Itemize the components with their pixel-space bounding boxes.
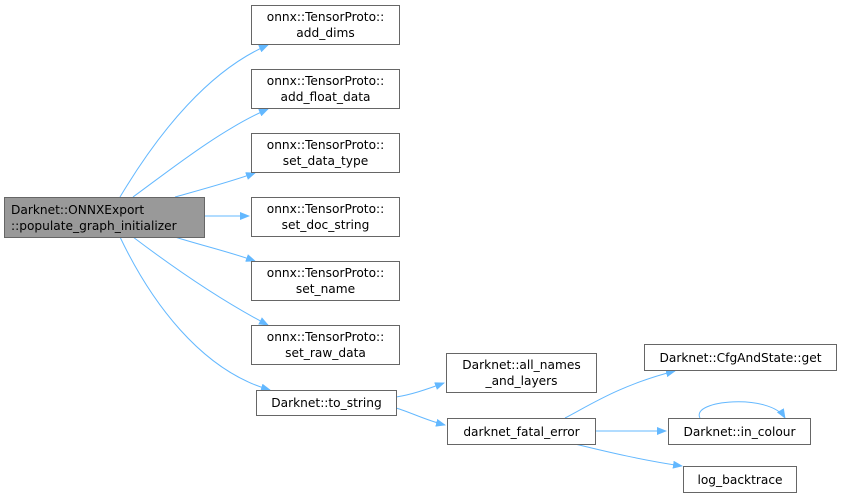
node-root[interactable]: Darknet::ONNXExport ::populate_graph_ini…	[4, 197, 205, 238]
node-line: ::populate_graph_initializer	[11, 218, 177, 233]
node-line: Darknet::in_colour	[683, 424, 796, 439]
node-set-name[interactable]: onnx::TensorProto:: set_name	[251, 261, 400, 301]
node-line: set_doc_string	[281, 218, 370, 232]
edge-to_string-all_names	[395, 382, 445, 398]
edge-to_string-fatal_error	[395, 407, 446, 427]
node-line: Darknet::all_names	[462, 358, 581, 372]
node-line: onnx::TensorProto::	[266, 74, 385, 88]
edge-root-to_string	[119, 236, 271, 392]
node-line: set_name	[295, 282, 356, 296]
node-add-float-data[interactable]: onnx::TensorProto:: add_float_data	[251, 69, 400, 109]
node-cfgandstate-get[interactable]: Darknet::CfgAndState::get	[644, 344, 837, 371]
node-to-string[interactable]: Darknet::to_string	[256, 390, 397, 416]
node-line: onnx::TensorProto::	[266, 266, 385, 280]
edge-root-add_float_data	[132, 108, 269, 198]
node-line: darknet_fatal_error	[463, 424, 580, 439]
edge-root-set_name	[174, 236, 256, 262]
node-log-backtrace[interactable]: log_backtrace	[683, 466, 797, 493]
node-darknet-fatal-error[interactable]: darknet_fatal_error	[447, 418, 596, 445]
edge-root-set_data_type	[174, 172, 256, 198]
edge-in_colour-self	[698, 401, 786, 419]
node-set-data-type[interactable]: onnx::TensorProto:: set_data_type	[251, 133, 400, 173]
edge-fatal_error-log_backtrace	[574, 443, 683, 469]
node-line: onnx::TensorProto::	[266, 202, 385, 216]
node-line: add_dims	[296, 26, 355, 40]
node-set-raw-data[interactable]: onnx::TensorProto:: set_raw_data	[251, 325, 400, 365]
node-all-names-and-layers[interactable]: Darknet::all_names _and_layers	[446, 353, 597, 393]
node-set-doc-string[interactable]: onnx::TensorProto:: set_doc_string	[251, 197, 400, 237]
node-line: onnx::TensorProto::	[266, 138, 385, 152]
node-line: Darknet::CfgAndState::get	[659, 350, 822, 365]
node-in-colour[interactable]: Darknet::in_colour	[668, 418, 811, 445]
node-line: set_raw_data	[285, 346, 366, 360]
edge-root-add_dims	[119, 44, 269, 198]
edge-root-set_raw_data	[132, 236, 269, 326]
node-line: add_float_data	[280, 90, 371, 104]
node-line: log_backtrace	[697, 472, 783, 487]
node-add-dims[interactable]: onnx::TensorProto:: add_dims	[251, 5, 400, 45]
node-line: Darknet::to_string	[271, 396, 382, 410]
node-line: onnx::TensorProto::	[266, 330, 385, 344]
node-line: _and_layers	[485, 374, 558, 388]
edge-fatal_error-cfg_get	[564, 369, 676, 419]
node-line: set_data_type	[282, 154, 369, 168]
node-line: onnx::TensorProto::	[266, 10, 385, 24]
node-line: Darknet::ONNXExport	[11, 202, 145, 217]
